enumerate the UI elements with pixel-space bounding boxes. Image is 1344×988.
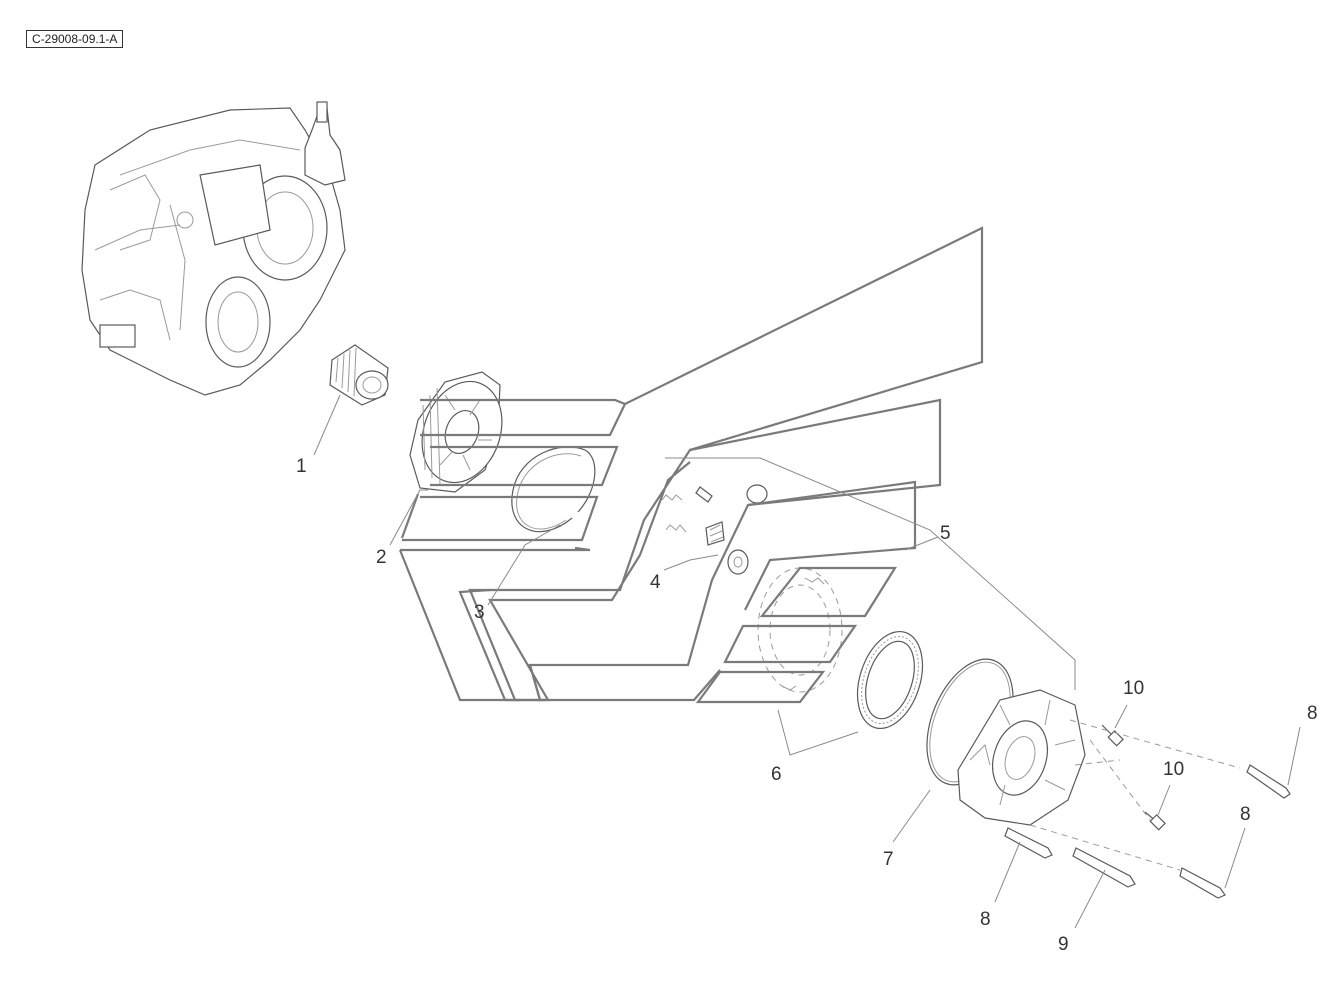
figure-reference-code: C-29008-09.1-A — [26, 30, 124, 48]
part-4-spring-set — [661, 484, 768, 575]
callout-10-lower: 10 — [1163, 759, 1184, 780]
callout-7: 7 — [883, 849, 894, 870]
callout-1: 1 — [296, 456, 307, 477]
ghost-outline-shapes — [398, 226, 984, 704]
bolt-8-upper-right — [1246, 764, 1291, 799]
callout-labels: 1 2 3 4 5 6 7 8 8 8 9 10 10 — [296, 456, 1318, 955]
bolt-8-lower-right — [1179, 867, 1226, 899]
callout-9: 9 — [1058, 934, 1069, 955]
part-6-needle-bearing — [856, 630, 924, 730]
leader-lines — [313, 394, 1301, 929]
bolt-10-lower — [1144, 811, 1166, 831]
engine-crankcase — [81, 101, 346, 396]
part-2-clutch-pack — [409, 371, 503, 493]
callout-2: 2 — [376, 547, 387, 568]
callout-6: 6 — [771, 764, 782, 785]
callout-8-upper-right: 8 — [1307, 703, 1318, 724]
bolt-9 — [1072, 847, 1136, 888]
callout-8-lower-left: 8 — [980, 909, 991, 930]
callout-4: 4 — [650, 572, 661, 593]
part-3-snap-ring — [511, 446, 596, 533]
callout-10-upper: 10 — [1123, 678, 1144, 699]
bolt-8-lower-left — [1004, 827, 1053, 859]
bolt-10-upper — [1101, 724, 1124, 747]
cover-housing — [957, 689, 1086, 826]
callout-3: 3 — [474, 602, 485, 623]
callout-5: 5 — [940, 523, 951, 544]
callout-8-lower-right: 8 — [1240, 804, 1251, 825]
part-6-plate — [757, 567, 843, 693]
part-1-splined-hub — [329, 344, 389, 406]
